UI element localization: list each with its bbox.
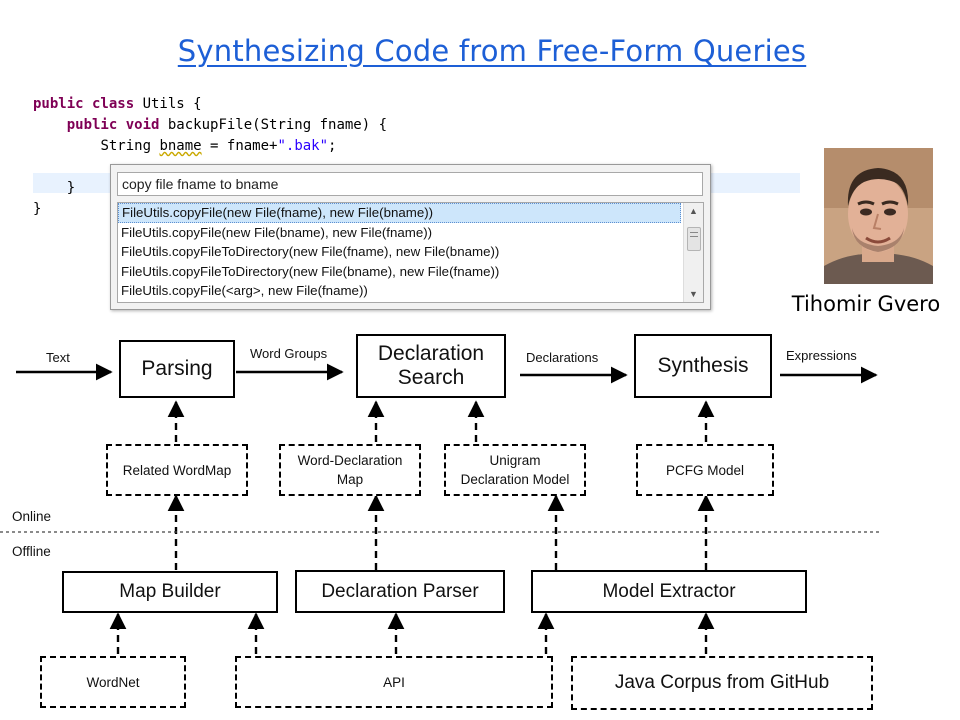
code-text: ;: [328, 138, 337, 154]
declaration-search-box: Declaration Search: [356, 334, 506, 398]
suggestion-item[interactable]: FileUtils.copyFile(<arg>, new File(fname…: [121, 283, 368, 298]
unigram-declaration-model-box: Unigram Declaration Model: [444, 444, 586, 496]
completion-popup: copy file fname to bname FileUtils.copyF…: [110, 164, 711, 310]
related-wordmap-box: Related WordMap: [106, 444, 248, 496]
synthesis-box: Synthesis: [634, 334, 772, 398]
code-string: ".bak": [277, 138, 329, 154]
suggestion-list[interactable]: FileUtils.copyFile(new File(fname), new …: [117, 202, 704, 303]
api-box: API: [235, 656, 553, 708]
code-text: backupFile(String fname) {: [167, 117, 388, 133]
scroll-up-icon[interactable]: ▲: [689, 206, 698, 216]
code-text: }: [66, 180, 76, 196]
suggestion-item[interactable]: FileUtils.copyFileToDirectory(new File(f…: [121, 244, 500, 259]
scroll-down-icon[interactable]: ▼: [689, 289, 698, 299]
declaration-parser-box: Declaration Parser: [295, 570, 505, 613]
zone-label-online: Online: [12, 509, 52, 524]
edge-label-text: Text: [46, 350, 70, 365]
code-editor[interactable]: public class Utils { public void backupF…: [33, 94, 387, 220]
suggestion-item[interactable]: FileUtils.copyFileToDirectory(new File(b…: [121, 263, 500, 279]
code-text: Utils {: [142, 96, 202, 112]
edge-label-expressions: Expressions: [786, 348, 857, 363]
code-keyword: public class: [33, 96, 143, 112]
model-extractor-box: Model Extractor: [531, 570, 807, 613]
pcfg-model-box: PCFG Model: [636, 444, 774, 496]
suggestion-item[interactable]: FileUtils.copyFile(new File(fname), new …: [118, 203, 681, 223]
slide-title: Synthesizing Code from Free-Form Queries: [177, 34, 807, 68]
person-name: Tihomir Gvero: [791, 292, 941, 316]
parsing-box: Parsing: [119, 340, 235, 398]
wordnet-box: WordNet: [40, 656, 186, 708]
scrollbar[interactable]: ▲ ▼: [683, 203, 703, 302]
code-text: }: [33, 201, 42, 217]
map-builder-box: Map Builder: [62, 571, 278, 613]
code-text: = fname+: [201, 138, 278, 154]
zone-label-offline: Offline: [12, 544, 51, 559]
word-declaration-map-box: Word-Declaration Map: [279, 444, 421, 496]
code-variable: bname: [159, 138, 202, 154]
query-input[interactable]: copy file fname to bname: [117, 172, 703, 196]
edge-label-declarations: Declarations: [526, 350, 599, 365]
code-text: String: [100, 138, 160, 154]
edge-label-word-groups: Word Groups: [250, 346, 328, 361]
portrait-photo: [824, 148, 933, 284]
suggestion-item[interactable]: FileUtils.copyFile(new File(bname), new …: [121, 224, 433, 240]
code-keyword: public void: [66, 117, 168, 133]
java-corpus-box: Java Corpus from GitHub: [571, 656, 873, 710]
scroll-thumb[interactable]: [687, 227, 701, 251]
